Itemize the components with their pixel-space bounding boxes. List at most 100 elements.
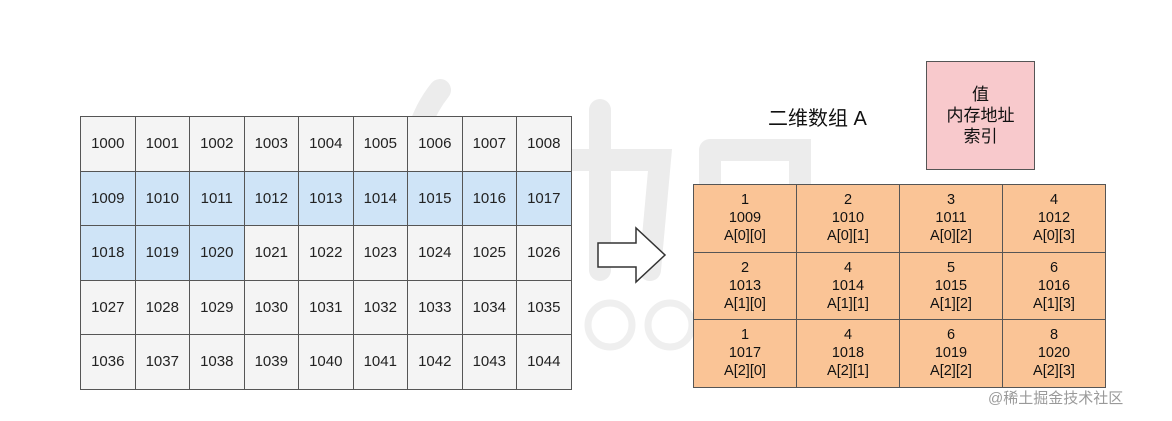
memory-cell: 1029 bbox=[190, 280, 245, 335]
memory-cell: 1005 bbox=[353, 117, 408, 172]
array-cell-value: 1 bbox=[740, 192, 750, 209]
array-cell-value: 1 bbox=[740, 327, 750, 344]
array-cell-address: 1017 bbox=[728, 345, 762, 362]
array-cell-index: A[0][2] bbox=[930, 228, 972, 245]
memory-cell: 1027 bbox=[81, 280, 136, 335]
array-cell-value: 4 bbox=[1049, 192, 1059, 209]
memory-cell: 1043 bbox=[462, 335, 517, 390]
memory-cell: 1012 bbox=[244, 171, 299, 226]
array-cell-index: A[2][0] bbox=[724, 363, 766, 380]
memory-cell: 1021 bbox=[244, 226, 299, 281]
credit-text: @稀土掘金技术社区 bbox=[988, 390, 1124, 407]
memory-cell: 1000 bbox=[81, 117, 136, 172]
array-cell-index: A[0][0] bbox=[724, 228, 766, 245]
memory-cell: 1028 bbox=[135, 280, 190, 335]
array-cell-address: 1012 bbox=[1037, 210, 1071, 227]
array-cell-address: 1015 bbox=[934, 277, 968, 294]
array-cell-value: 3 bbox=[946, 192, 956, 209]
memory-cell: 1002 bbox=[190, 117, 245, 172]
array-cell-address: 1016 bbox=[1037, 277, 1071, 294]
array-cell-index: A[1][0] bbox=[724, 295, 766, 312]
memory-cell: 1014 bbox=[353, 171, 408, 226]
memory-cell: 1038 bbox=[190, 335, 245, 390]
array-cell-address: 1014 bbox=[831, 277, 865, 294]
memory-cell: 1026 bbox=[517, 226, 572, 281]
memory-cell: 1023 bbox=[353, 226, 408, 281]
memory-cell: 1019 bbox=[135, 226, 190, 281]
memory-cell: 1030 bbox=[244, 280, 299, 335]
array-cell-address: 1020 bbox=[1037, 345, 1071, 362]
array-cell-index: A[2][2] bbox=[930, 363, 972, 380]
memory-cell: 1042 bbox=[408, 335, 463, 390]
right-arrow-icon bbox=[597, 226, 667, 284]
memory-cell: 1018 bbox=[81, 226, 136, 281]
array-cell-address: 1013 bbox=[728, 277, 762, 294]
array-cell-value: 4 bbox=[843, 327, 853, 344]
memory-cell: 1032 bbox=[353, 280, 408, 335]
memory-cell: 1035 bbox=[517, 280, 572, 335]
array-cell-index: A[0][3] bbox=[1033, 228, 1075, 245]
memory-cell: 1009 bbox=[81, 171, 136, 226]
array-cell-value: 4 bbox=[843, 259, 853, 276]
memory-cell: 1041 bbox=[353, 335, 408, 390]
memory-cell: 1024 bbox=[408, 226, 463, 281]
legend-value-label: 值 bbox=[972, 85, 989, 104]
memory-cell: 1007 bbox=[462, 117, 517, 172]
array-cell-address: 1011 bbox=[935, 210, 967, 227]
array-cell-index: A[1][1] bbox=[827, 295, 869, 312]
memory-cell: 1003 bbox=[244, 117, 299, 172]
memory-cell: 1022 bbox=[299, 226, 354, 281]
memory-cell: 1034 bbox=[462, 280, 517, 335]
memory-cell: 1015 bbox=[408, 171, 463, 226]
array-cell-value: 8 bbox=[1049, 327, 1059, 344]
array-cell-address: 1018 bbox=[831, 345, 865, 362]
memory-cell: 1016 bbox=[462, 171, 517, 226]
array-cell-index: A[1][3] bbox=[1033, 295, 1075, 312]
array-cell-address: 1010 bbox=[831, 210, 865, 227]
memory-cell: 1036 bbox=[81, 335, 136, 390]
memory-cell: 1017 bbox=[517, 171, 572, 226]
legend-index-label: 索引 bbox=[963, 127, 998, 146]
memory-cell: 1037 bbox=[135, 335, 190, 390]
memory-cell: 1010 bbox=[135, 171, 190, 226]
array-cell-value: 6 bbox=[1049, 259, 1059, 276]
memory-cell: 1025 bbox=[462, 226, 517, 281]
array-title: 二维数组 A bbox=[768, 108, 867, 130]
array-cell-index: A[2][3] bbox=[1033, 363, 1075, 380]
memory-cell: 1001 bbox=[135, 117, 190, 172]
array-cell-value: 2 bbox=[843, 192, 853, 209]
array-cell-index: A[1][2] bbox=[930, 295, 972, 312]
memory-cell: 1031 bbox=[299, 280, 354, 335]
memory-cell: 1004 bbox=[299, 117, 354, 172]
memory-cell: 1040 bbox=[299, 335, 354, 390]
memory-cell: 1039 bbox=[244, 335, 299, 390]
memory-cell: 1008 bbox=[517, 117, 572, 172]
array-cell-index: A[2][1] bbox=[827, 363, 869, 380]
memory-cell: 1013 bbox=[299, 171, 354, 226]
memory-cell: 1044 bbox=[517, 335, 572, 390]
memory-cell: 1011 bbox=[190, 171, 245, 226]
array-cell-address: 1009 bbox=[728, 210, 762, 227]
array-cell-value: 2 bbox=[740, 259, 750, 276]
array-cell-address: 1019 bbox=[934, 345, 968, 362]
array-cell-value: 6 bbox=[946, 327, 956, 344]
array-cell-value: 5 bbox=[946, 259, 956, 276]
memory-cell: 1006 bbox=[408, 117, 463, 172]
memory-cell: 1020 bbox=[190, 226, 245, 281]
array-cell-index: A[0][1] bbox=[827, 228, 869, 245]
